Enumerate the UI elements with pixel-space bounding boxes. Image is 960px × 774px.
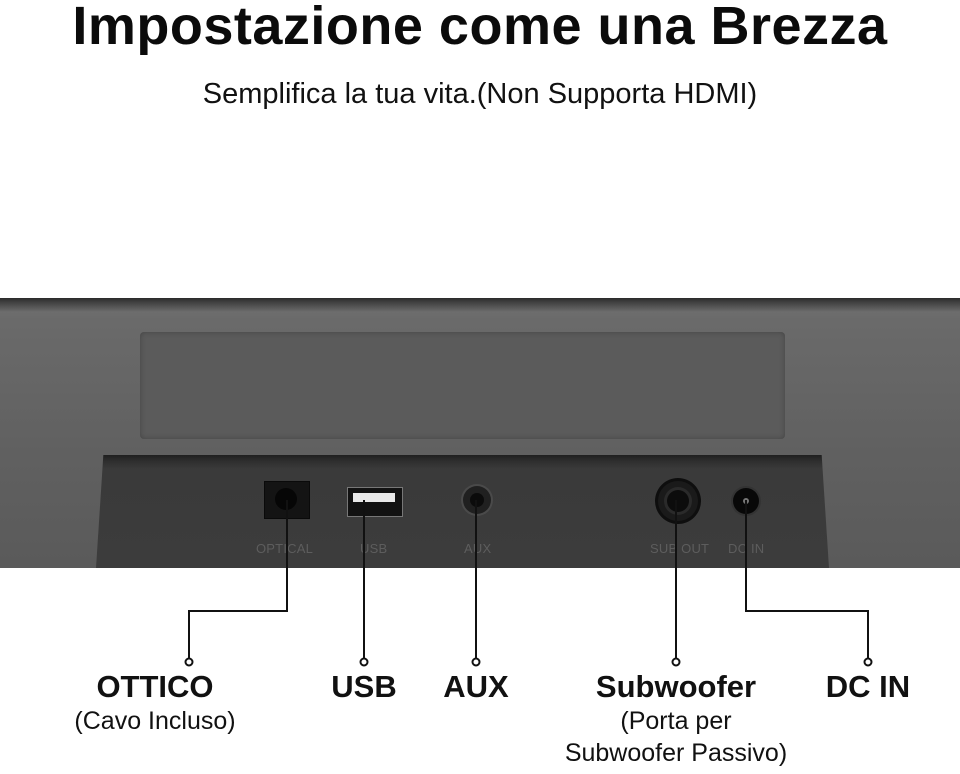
callout-subwoofer-name: Subwoofer [595, 669, 757, 704]
callout-dc-in: DC IN [808, 669, 928, 705]
callout-usb: USB [314, 669, 414, 705]
callout-dot-aux [471, 657, 481, 667]
callout-subwoofer: Subwoofer (Porta per Subwoofer Passivo) [546, 669, 806, 769]
callout-dot-ottico [184, 657, 194, 667]
callout-dot-usb [359, 657, 369, 667]
soundbar-recess [140, 332, 785, 439]
usb-port-icon [347, 487, 403, 517]
soundbar-top-edge [0, 298, 960, 320]
callout-usb-name: USB [331, 669, 397, 704]
port-label-aux: AUX [464, 541, 492, 556]
port-label-optical: OPTICAL [256, 541, 314, 556]
page-subtitle: Semplifica la tua vita.(Non Supporta HDM… [202, 78, 758, 110]
optical-port-icon [264, 481, 310, 519]
callout-dot-dc-in [863, 657, 873, 667]
callout-aux: AUX [426, 669, 526, 705]
port-panel [96, 455, 829, 568]
callout-ottico: OTTICO (Cavo Incluso) [60, 669, 250, 737]
port-label-usb: USB [360, 541, 388, 556]
port-label-dc-in: DC IN [728, 541, 765, 556]
dc-in-port-icon [733, 488, 759, 514]
page-title: Impostazione come una Brezza [72, 0, 888, 56]
callout-dot-subwoofer [671, 657, 681, 667]
callout-subwoofer-desc-2: Subwoofer Passivo) [564, 739, 788, 767]
aux-port-icon [463, 486, 491, 514]
callout-aux-name: AUX [443, 669, 509, 704]
callout-dc-in-name: DC IN [825, 669, 911, 704]
callout-ottico-name: OTTICO [96, 669, 214, 704]
callout-subwoofer-desc-1: (Porta per [620, 707, 732, 735]
sub-out-port-icon [658, 481, 698, 521]
callout-ottico-desc: (Cavo Incluso) [74, 707, 236, 735]
port-label-sub-out: SUB OUT [650, 541, 710, 556]
